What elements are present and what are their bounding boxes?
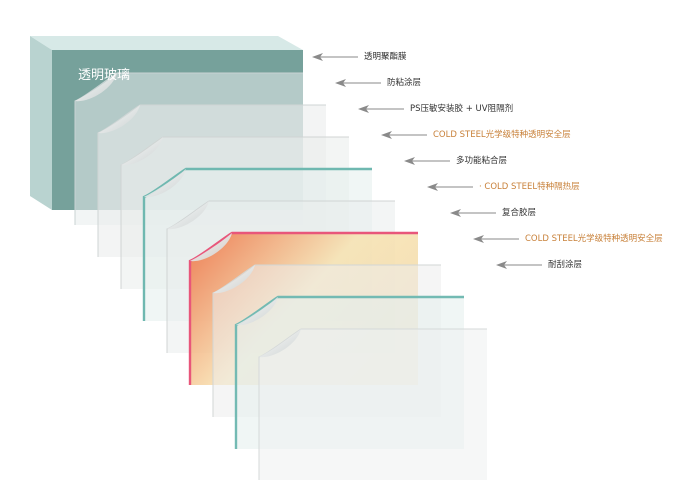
layer-curl [236, 297, 278, 326]
callout-arrow [473, 235, 519, 243]
arrow-head-icon [312, 53, 323, 61]
arrow-head-icon [335, 79, 346, 87]
callout-arrow [381, 131, 427, 139]
glass-side-face [30, 36, 52, 210]
arrow-head-icon [473, 235, 484, 243]
layer-curl [190, 233, 232, 262]
arrow-head-icon [450, 209, 461, 217]
arrow-head-icon [404, 157, 415, 165]
base-glass-label: 透明玻璃 [78, 68, 131, 83]
arrow-head-icon [496, 261, 507, 269]
layer-curl [259, 329, 301, 358]
layer-label: 防粘涂层 [387, 78, 422, 88]
layer-curl [75, 73, 117, 102]
layer-curl [98, 105, 140, 134]
layer-sheet [259, 329, 487, 480]
layer-label: · COLD STEEL特种隔热层 [479, 182, 580, 192]
callout-arrow [450, 209, 496, 217]
glass-top-face [30, 36, 303, 50]
layer-label: 复合胶层 [502, 208, 537, 218]
layer-label: PS压敏安装胶 + UV阻隔剂 [410, 104, 514, 114]
callout-arrow [358, 105, 404, 113]
callout-arrow [427, 183, 473, 191]
layer-label: 多功能粘合层 [456, 156, 508, 166]
layer-curl [144, 169, 186, 198]
callout-arrow [496, 261, 542, 269]
layer-label: COLD STEEL光学级特种透明安全层 [525, 234, 663, 244]
layer-label: 耐刮涂层 [548, 260, 583, 270]
arrow-head-icon [427, 183, 438, 191]
layer-label: COLD STEEL光学级特种透明安全层 [433, 130, 571, 140]
callout-arrow [404, 157, 450, 165]
layer-curl [121, 137, 163, 166]
layer-curl [213, 265, 255, 294]
layer-scratch-resistant-coating [258, 328, 487, 480]
arrow-head-icon [358, 105, 369, 113]
layer-label: 透明聚酯膜 [364, 52, 407, 62]
callout-arrow [312, 53, 358, 61]
arrow-head-icon [381, 131, 392, 139]
layer-curl [167, 201, 209, 230]
callout-arrow [335, 79, 381, 87]
